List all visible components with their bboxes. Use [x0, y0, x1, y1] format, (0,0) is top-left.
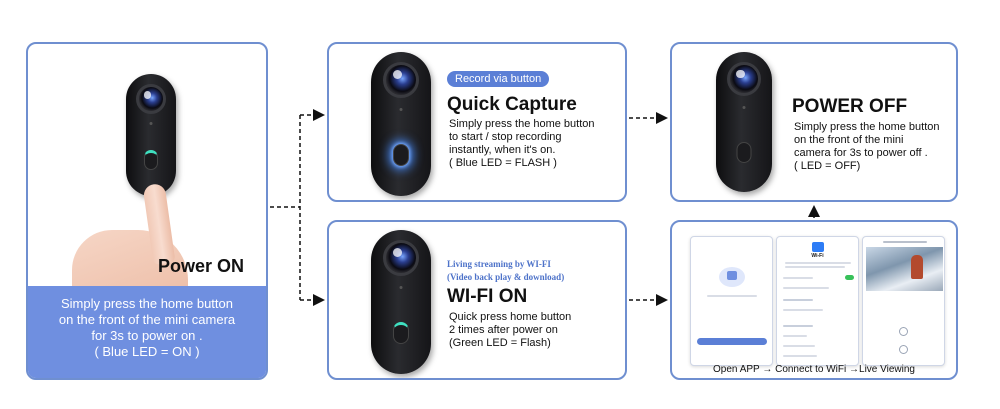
snapshot-icon[interactable] — [899, 345, 908, 354]
quick-capture-line-3: instantly, when it's on. — [449, 144, 556, 156]
camera-lens-icon — [727, 62, 761, 96]
wifi-on-line-1: Quick press home button — [449, 311, 572, 323]
camera-device-icon — [716, 52, 772, 192]
camera-lens-icon — [383, 62, 419, 98]
wifi-note-line-2: (Video back play & download) — [447, 272, 565, 282]
quick-capture-card: Record via button Quick Capture Simply p… — [327, 42, 627, 202]
add-camera-button[interactable] — [697, 338, 767, 345]
mic-hole-icon — [399, 286, 403, 289]
home-button-icon — [736, 142, 752, 163]
live-preview-person — [911, 255, 923, 279]
power-off-line-1: Simply press the home button — [794, 121, 940, 133]
quick-capture-line-2: to start / stop recording — [449, 131, 562, 143]
wifi-on-title: WI-FI ON — [447, 286, 528, 307]
power-on-line-2: on the front of the mini camera — [58, 312, 236, 327]
quick-capture-title: Quick Capture — [447, 94, 577, 115]
power-on-title: Power ON — [158, 256, 245, 276]
wifi-note-line-1: Living streaming by WI-FI — [447, 259, 551, 269]
camera-lens-icon — [136, 84, 166, 114]
power-off-line-2: on the front of the mini — [794, 134, 904, 146]
camera-device-icon — [371, 52, 431, 196]
power-off-card: POWER OFF Simply press the home button o… — [670, 42, 958, 202]
app-screen-open-app — [690, 236, 773, 366]
power-on-description-panel: Simply press the home button on the fron… — [28, 286, 266, 378]
wifi-on-description: Quick press home button 2 times after po… — [449, 311, 571, 350]
wifi-icon — [812, 242, 824, 252]
power-off-line-4: ( LED = OFF) — [794, 160, 861, 172]
app-screen-wifi-settings: Wi-Fi — [776, 236, 859, 366]
power-off-title: POWER OFF — [792, 96, 908, 117]
record-via-button-badge: Record via button — [447, 71, 550, 87]
wifi-toggle[interactable] — [845, 275, 854, 280]
power-on-line-1: Simply press the home button — [61, 296, 233, 311]
quick-capture-description: Simply press the home button to start / … — [449, 118, 595, 170]
power-on-card: Power ON Simply press the home button on… — [26, 42, 268, 380]
wifi-on-line-3: (Green LED = Flash) — [449, 337, 551, 349]
mic-hole-icon — [742, 106, 746, 109]
camera-device-icon — [371, 230, 431, 374]
camera-device-icon — [126, 74, 176, 196]
record-icon[interactable] — [899, 327, 908, 336]
live-preview-image — [866, 247, 943, 291]
camera-lens-icon — [383, 240, 419, 276]
wifi-screen-title: Wi-Fi — [811, 253, 824, 259]
home-button-icon — [144, 150, 158, 170]
power-on-line-4: ( Blue LED = ON ) — [94, 344, 200, 359]
power-off-line-3: camera for 3s to power off . — [794, 147, 928, 159]
home-button-icon — [393, 322, 409, 344]
app-screen-live-view — [862, 236, 945, 366]
app-flow-caption: Open APP → Connect to WiFi →Live Viewing — [713, 364, 915, 375]
camera-mini-icon — [727, 271, 737, 280]
mic-hole-icon — [399, 108, 403, 111]
app-flow-card: Wi-Fi Open APP → Connect to WiFi →Live V… — [670, 220, 958, 380]
power-on-line-3: for 3s to power on . — [91, 328, 203, 343]
quick-capture-line-1: Simply press the home button — [449, 118, 595, 130]
home-button-icon — [393, 144, 409, 166]
power-off-description: Simply press the home button on the fron… — [794, 121, 940, 173]
wifi-on-line-2: 2 times after power on — [449, 324, 558, 336]
mic-hole-icon — [149, 122, 153, 125]
quick-capture-line-4: ( Blue LED = FLASH ) — [449, 157, 557, 169]
wifi-on-card: Living streaming by WI-FI (Video back pl… — [327, 220, 627, 380]
